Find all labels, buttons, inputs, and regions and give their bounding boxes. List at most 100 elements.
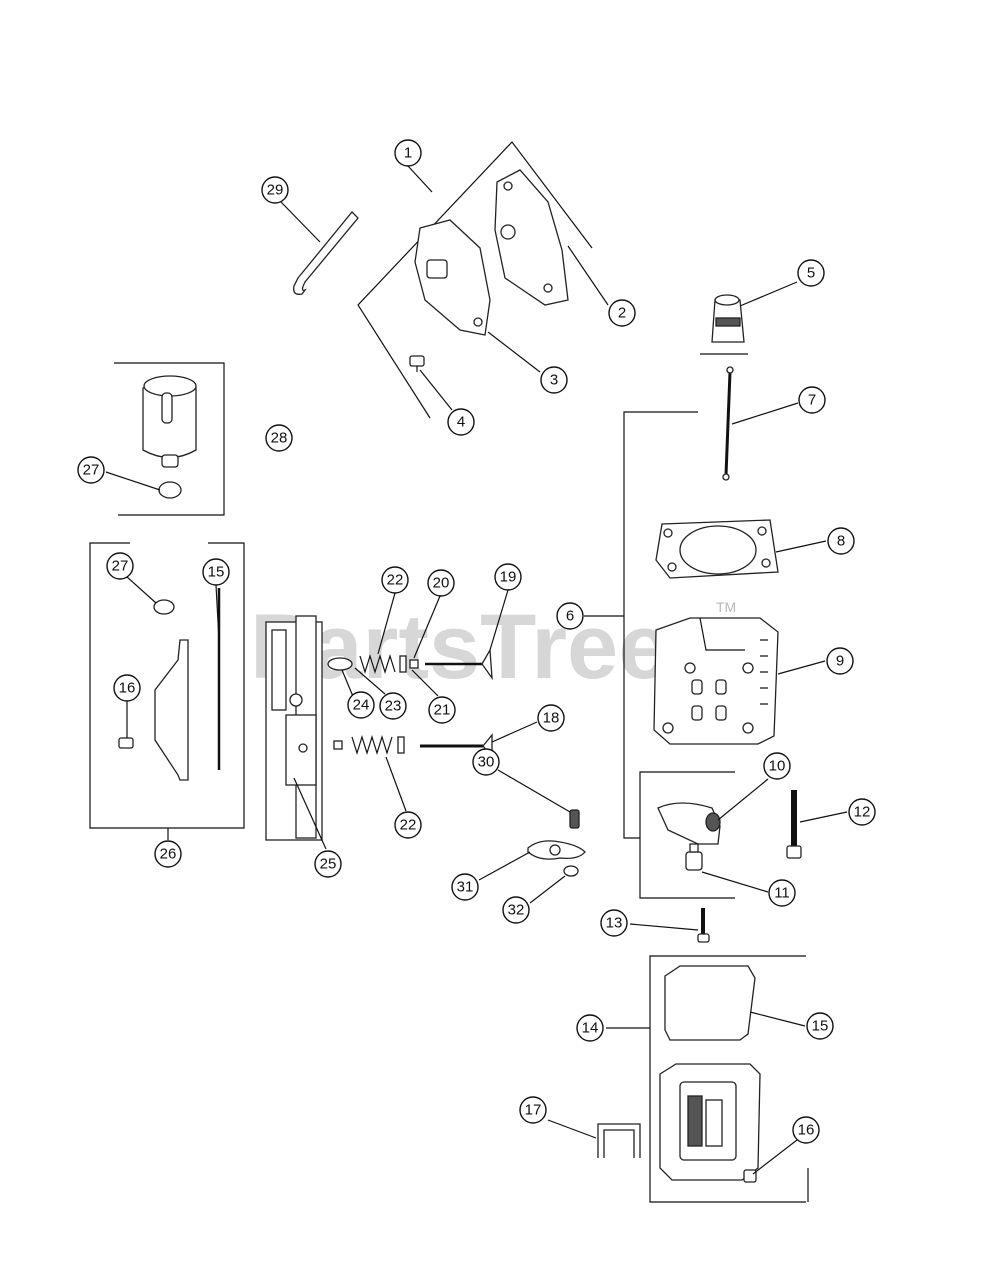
svg-text:24: 24	[353, 697, 370, 714]
svg-text:7: 7	[808, 392, 816, 409]
svg-text:22: 22	[387, 572, 404, 589]
part-13-bolt	[697, 908, 710, 943]
part-7-push-rod	[722, 366, 734, 481]
callout-11: 11	[768, 879, 796, 907]
callout-27-upper: 27	[77, 456, 105, 484]
callout-32: 32	[502, 896, 530, 924]
callout-27-lower: 27	[106, 552, 134, 580]
part-16-screw	[743, 1169, 757, 1183]
svg-text:1: 1	[404, 145, 412, 162]
svg-text:22: 22	[400, 817, 417, 834]
callout-10: 10	[763, 752, 791, 780]
valve-springs	[327, 653, 419, 756]
svg-text:11: 11	[774, 885, 790, 902]
svg-text:8: 8	[837, 533, 845, 550]
callout-29: 29	[261, 176, 289, 204]
callout-17: 17	[519, 1096, 547, 1124]
callout-24: 24	[347, 691, 375, 719]
part-30-stud	[569, 809, 580, 829]
group-10-11-box	[639, 771, 735, 899]
svg-text:19: 19	[500, 569, 517, 586]
part-14-valve-cover	[659, 1063, 761, 1181]
callout-13: 13	[600, 909, 628, 937]
svg-text:15: 15	[208, 564, 225, 581]
callout-18: 18	[537, 704, 565, 732]
group-26-box	[89, 542, 245, 829]
part-2-cover-plate	[494, 169, 569, 306]
part-17-bracket	[597, 1123, 641, 1158]
svg-text:5: 5	[807, 265, 815, 282]
svg-text:28: 28	[271, 430, 288, 447]
svg-text:4: 4	[457, 414, 465, 431]
part-25-cylinder-block	[265, 615, 323, 841]
svg-text:27: 27	[83, 462, 100, 479]
callout-1: 1	[394, 139, 422, 167]
callout-2: 2	[608, 299, 636, 327]
part-4-screw	[409, 355, 425, 372]
callout-16-upper: 16	[113, 674, 141, 702]
watermark-tm: TM	[716, 599, 736, 615]
callout-23: 23	[379, 692, 407, 720]
part-5-sleeve	[711, 294, 745, 343]
callout-22-lower: 22	[394, 811, 422, 839]
part-3-breather-plate	[414, 219, 491, 336]
leader-lines	[105, 165, 848, 1175]
part-15-cover-gasket	[664, 965, 756, 1041]
callout-20: 20	[427, 569, 455, 597]
svg-text:32: 32	[508, 902, 525, 919]
bracket-6	[584, 353, 748, 839]
svg-text:26: 26	[160, 846, 177, 863]
part-19-valve	[425, 647, 493, 681]
callout-6: 6	[556, 602, 584, 630]
svg-text:27: 27	[112, 558, 129, 575]
callout-7: 7	[798, 386, 826, 414]
callout-12: 12	[848, 798, 876, 826]
callout-30: 30	[472, 748, 500, 776]
svg-text:13: 13	[606, 915, 623, 932]
callout-3: 3	[540, 366, 568, 394]
svg-text:14: 14	[582, 1020, 599, 1037]
callout-5: 5	[797, 259, 825, 287]
svg-text:20: 20	[433, 575, 450, 592]
svg-text:6: 6	[566, 608, 574, 625]
callout-15-lower: 15	[806, 1012, 834, 1040]
group-28-box	[114, 362, 225, 516]
callout-8: 8	[827, 527, 855, 555]
part-29-bent-tube	[293, 211, 359, 295]
callout-26: 26	[154, 840, 182, 868]
part-12-bolt	[786, 790, 802, 859]
svg-text:21: 21	[434, 702, 451, 719]
svg-text:3: 3	[550, 372, 558, 389]
part-31-gasket	[527, 840, 586, 860]
svg-text:12: 12	[854, 804, 871, 821]
callout-22-upper: 22	[381, 566, 409, 594]
svg-text:16: 16	[798, 1122, 815, 1139]
svg-text:10: 10	[769, 758, 786, 775]
callout-4: 4	[447, 408, 475, 436]
part-9-cylinder-head	[653, 617, 779, 745]
svg-text:23: 23	[385, 698, 402, 715]
svg-text:18: 18	[543, 710, 560, 727]
svg-text:29: 29	[267, 182, 284, 199]
svg-text:31: 31	[457, 879, 474, 896]
callout-15-upper: 15	[202, 558, 230, 586]
svg-text:16: 16	[119, 680, 136, 697]
callout-31: 31	[451, 873, 479, 901]
callout-21: 21	[428, 696, 456, 724]
part-32-washer	[563, 865, 579, 877]
bracket-14	[606, 955, 809, 1203]
svg-text:15: 15	[812, 1018, 829, 1035]
part-8-head-gasket	[655, 519, 779, 579]
svg-text:17: 17	[525, 1102, 542, 1119]
svg-text:9: 9	[836, 653, 844, 670]
svg-text:2: 2	[618, 305, 626, 322]
callout-14: 14	[576, 1014, 604, 1042]
callout-16-lower: 16	[792, 1116, 820, 1144]
callout-9: 9	[826, 647, 854, 675]
callout-25: 25	[314, 850, 342, 878]
svg-text:25: 25	[320, 856, 337, 873]
callout-19: 19	[494, 563, 522, 591]
callout-28: 28	[265, 424, 293, 452]
svg-text:30: 30	[478, 754, 495, 771]
